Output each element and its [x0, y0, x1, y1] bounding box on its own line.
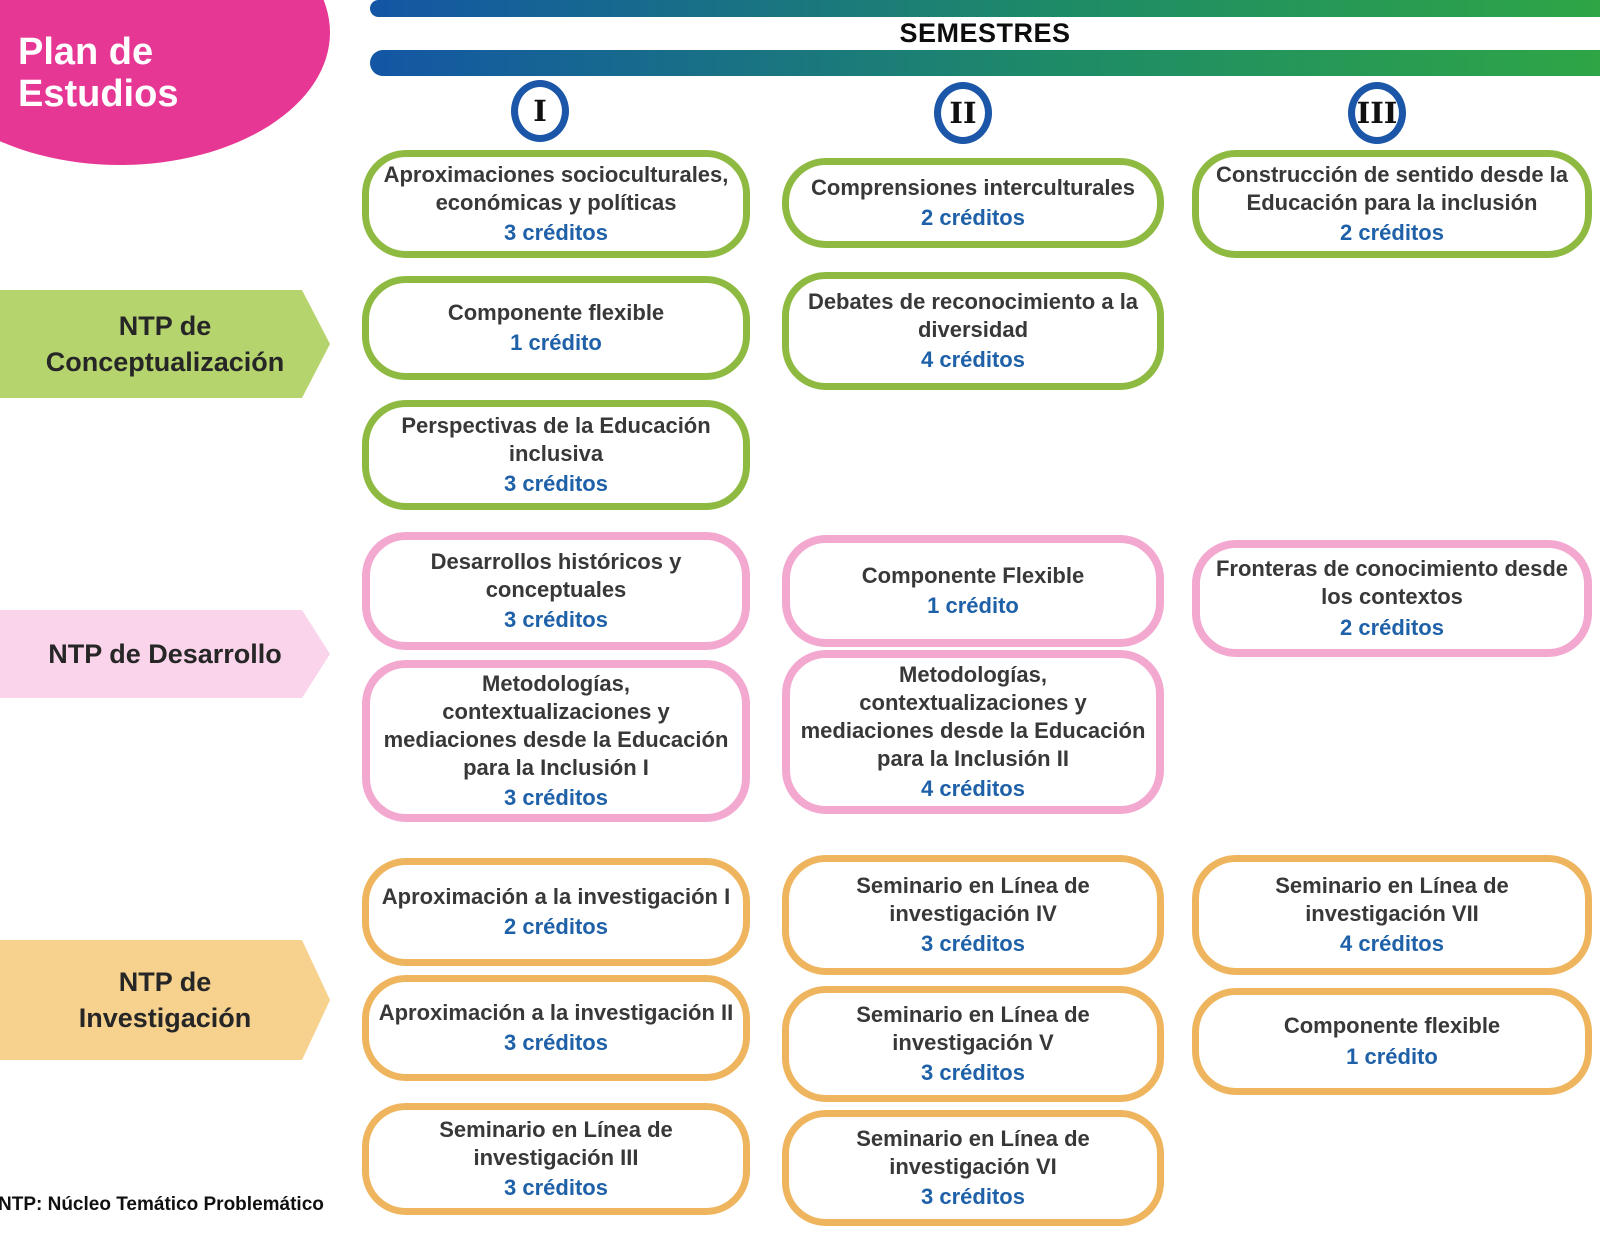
ntp-label-line: NTP de [118, 310, 212, 341]
course-box: Metodologías, contextualizaciones y medi… [782, 650, 1164, 814]
course-box: Aproximación a la investigación I 2 créd… [362, 858, 750, 966]
course-title: Seminario en Línea de investigación V [856, 1001, 1090, 1055]
semestres-heading: SEMESTRES [899, 17, 1071, 48]
course-title: Seminario en Línea de investigación VI [856, 1125, 1090, 1179]
course-box: Aproximación a la investigación II 3 cré… [362, 975, 750, 1081]
course-title: Componente Flexible [861, 562, 1085, 588]
ntp-label-investigacion: NTP de Investigación [0, 940, 330, 1060]
course-box: Desarrollos históricos y conceptuales 3 … [362, 532, 750, 650]
course-title: Perspectivas de la Educación inclusiva [401, 412, 711, 466]
ntp-footnote: NTP: Núcleo Temático Problemático [0, 1194, 324, 1215]
course-credits: 1 crédito [510, 330, 602, 355]
course-credits: 2 créditos [1340, 614, 1444, 640]
course-credits: 3 créditos [921, 931, 1025, 957]
course-title: Construcción de sentido desde la Educaci… [1215, 161, 1569, 215]
course-credits: 3 créditos [921, 1184, 1025, 1210]
ntp-label-conceptualizacion: NTP de Conceptualización [0, 290, 330, 398]
course-credits: 3 créditos [921, 1060, 1025, 1086]
course-box: Componente Flexible 1 crédito [782, 535, 1164, 647]
course-credits: 2 créditos [1340, 220, 1444, 246]
course-credits: 2 créditos [921, 205, 1025, 230]
course-credits: 3 créditos [504, 785, 608, 811]
course-box: Seminario en Línea de investigación V 3 … [782, 986, 1164, 1102]
course-credits: 4 créditos [921, 776, 1025, 802]
course-credits: 3 créditos [504, 471, 608, 497]
course-box: Componente flexible 1 crédito [362, 276, 750, 380]
course-box: Perspectivas de la Educación inclusiva 3… [362, 400, 750, 510]
course-box: Debates de reconocimiento a la diversida… [782, 272, 1164, 390]
course-box: Comprensiones interculturales 2 créditos [782, 158, 1164, 248]
course-credits: 3 créditos [504, 220, 608, 246]
course-title: Seminario en Línea de investigación IV [856, 872, 1090, 926]
course-title: Componente flexible [447, 299, 665, 325]
course-credits: 1 crédito [927, 593, 1019, 618]
course-box: Metodologías, contextualizaciones y medi… [362, 660, 750, 822]
course-box: Componente flexible 1 crédito [1192, 988, 1592, 1095]
gradient-bar-top [370, 0, 1600, 17]
course-credits: 3 créditos [504, 1175, 608, 1201]
semester-circle-1: I [511, 80, 569, 142]
course-title: Aproximación a la investigación II [378, 999, 734, 1025]
course-box: Fronteras de conocimiento desde los cont… [1192, 540, 1592, 657]
course-box: Seminario en Línea de investigación III … [362, 1103, 750, 1215]
course-credits: 3 créditos [504, 1030, 608, 1055]
ntp-label-line: Investigación [78, 1003, 252, 1033]
course-box: Construcción de sentido desde la Educaci… [1192, 150, 1592, 258]
course-credits: 2 créditos [504, 914, 608, 939]
course-title: Aproximaciones socioculturales, económic… [383, 161, 729, 215]
course-credits: 1 crédito [1346, 1043, 1438, 1069]
semester-circle-2: II [934, 82, 992, 144]
ntp-label-line: NTP de [118, 966, 212, 997]
course-title: Aproximación a la investigación I [381, 883, 731, 909]
course-credits: 4 créditos [1340, 931, 1444, 957]
course-box: Seminario en Línea de investigación VI 3… [782, 1110, 1164, 1226]
course-title: Fronteras de conocimiento desde los cont… [1215, 556, 1569, 610]
course-title: Componente flexible [1283, 1013, 1501, 1039]
ntp-label-line: NTP de Desarrollo [48, 638, 282, 669]
page-title: Plan de Estudios [18, 31, 179, 115]
ntp-label-line: Conceptualización [45, 347, 285, 377]
ntp-label-desarrollo: NTP de Desarrollo [0, 610, 330, 698]
course-title: Desarrollos históricos y conceptuales [430, 548, 682, 602]
course-title: Debates de reconocimiento a la diversida… [807, 288, 1139, 342]
course-title: Seminario en Línea de investigación III [439, 1116, 673, 1170]
gradient-bar-bottom [370, 50, 1600, 76]
course-title: Metodologías, contextualizaciones y medi… [800, 661, 1146, 772]
course-title: Comprensiones interculturales [811, 174, 1135, 200]
course-title: Metodologías, contextualizaciones y medi… [383, 670, 729, 781]
course-credits: 4 créditos [921, 347, 1025, 373]
course-box: Aproximaciones socioculturales, económic… [362, 150, 750, 258]
course-title: Seminario en Línea de investigación VII [1275, 872, 1509, 926]
course-box: Seminario en Línea de investigación VII … [1192, 855, 1592, 975]
semester-circle-3: III [1348, 82, 1406, 144]
course-box: Seminario en Línea de investigación IV 3… [782, 855, 1164, 975]
course-credits: 3 créditos [504, 607, 608, 633]
